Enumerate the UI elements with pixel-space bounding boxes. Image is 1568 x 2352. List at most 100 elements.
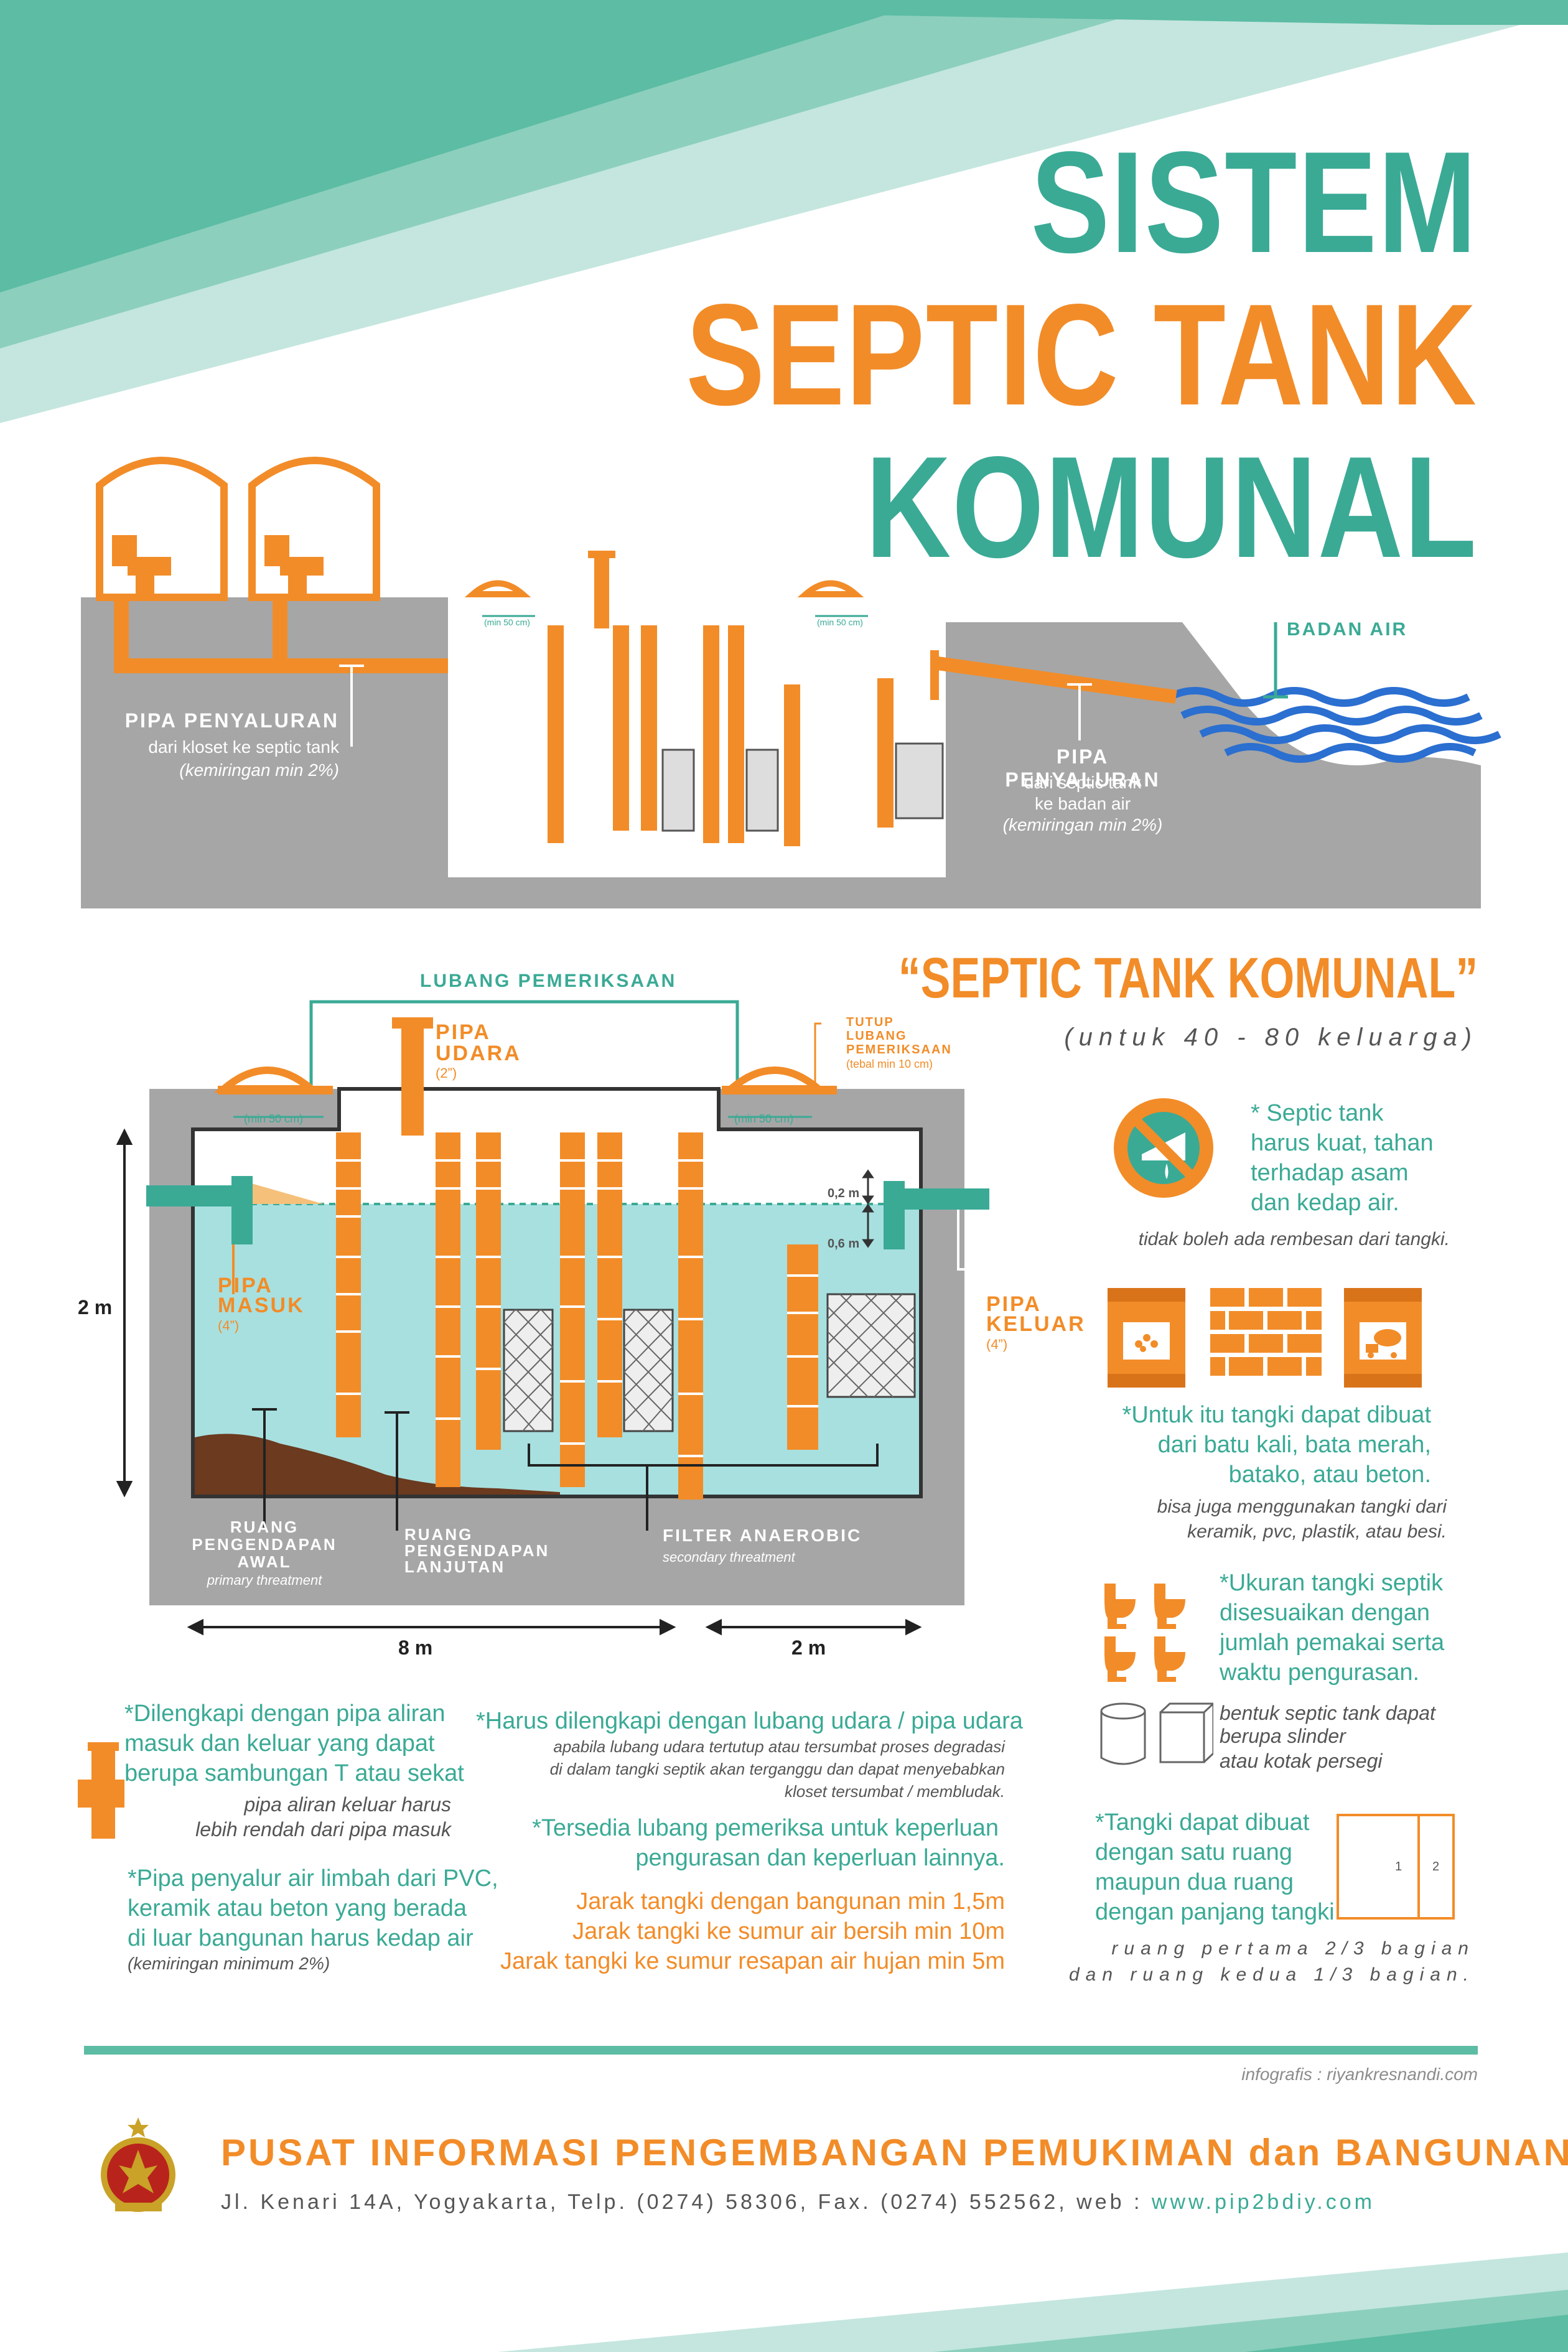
brick-wall-icon: [1210, 1288, 1322, 1376]
length-8m: 8 m: [398, 1636, 433, 1659]
dim-0-6: 0,6 m: [828, 1237, 860, 1251]
no-leak-icon: [1114, 1098, 1213, 1198]
pipa-masuk-2: MASUK: [218, 1294, 305, 1317]
ruang-lanjut-1: RUANG: [404, 1525, 474, 1544]
c-3: di dalam tangki septik akan terganggu da…: [549, 1760, 1005, 1778]
n2-2: dari batu kali, bata merah,: [1157, 1432, 1431, 1458]
e-2: Jarak tangki ke sumur air bersih min 10m: [572, 1918, 1005, 1944]
pipa-masuk-size: (4”): [218, 1318, 240, 1333]
pipa-udara-2: UDARA: [436, 1042, 521, 1065]
materials-icons: [1108, 1288, 1422, 1388]
org-name: PUSAT INFORMASI PENGEMBANGAN PEMUKIMAN d…: [221, 2132, 1568, 2173]
n2-sub-1: bisa juga menggunakan tangki dari: [1157, 1496, 1447, 1517]
room-2-label: 2: [1432, 1860, 1440, 1874]
n3-sub-3: atau kotak persegi: [1220, 1750, 1383, 1772]
room-divider: [1417, 1816, 1420, 1917]
top-diagram: [81, 457, 1501, 908]
address: Jl. Kenari 14A, Yogyakarta, Telp. (0274)…: [221, 2190, 1375, 2214]
website-link[interactable]: www.pip2bdiy.com: [1151, 2190, 1375, 2214]
house-1: [96, 457, 228, 601]
n3-2: disesuaikan dengan: [1220, 1600, 1430, 1626]
pipa-keluar-2: KELUAR: [986, 1312, 1086, 1336]
room-diagram: 1 2: [1337, 1814, 1455, 1920]
length-2m: 2 m: [791, 1636, 826, 1659]
house-2: [248, 457, 380, 601]
ruang-awal-1: RUANG: [230, 1518, 299, 1536]
n4-3: maupun dua ruang: [1095, 1869, 1294, 1895]
filter-label: FILTER ANAEROBIC: [663, 1526, 862, 1545]
top-filters: [661, 742, 944, 832]
n1-sub: tidak boleh ada rembesan dari tangki.: [1138, 1229, 1450, 1249]
outlet-desc-2: ke badan air: [1034, 794, 1131, 813]
t-joint-icon: [78, 1742, 124, 1839]
tutup-2: LUBANG: [846, 1029, 907, 1043]
filter-mesh: [503, 1294, 915, 1432]
top-tank: [448, 591, 946, 877]
outlet-desc-3: (kemiringan min 2%): [1002, 815, 1163, 834]
n2-1: *Untuk itu tangki dapat dibuat: [1122, 1402, 1431, 1428]
inlet-desc-1: dari kloset ke septic tank: [148, 737, 339, 757]
main-min-right: (min 50 cm): [734, 1113, 794, 1125]
d-2: pengurasan dan keperluan lainnya.: [635, 1845, 1005, 1871]
tutup-3: PEMERIKSAAN: [846, 1043, 952, 1057]
b-4: (kemiringan minimum 2%): [128, 1954, 330, 1973]
tank-shapes-icon: [1100, 1702, 1213, 1765]
main-diagram: [116, 1000, 989, 1636]
title-line-2: SEPTIC TANK: [686, 274, 1478, 436]
lubang-label: LUBANG PEMERIKSAAN: [420, 971, 677, 991]
n4-4: dengan panjang tangki: [1095, 1899, 1335, 1925]
ruang-lanjut-3: LANJUTAN: [404, 1557, 506, 1576]
height-label: 2 m: [78, 1296, 113, 1318]
n2-3: batako, atau beton.: [1228, 1462, 1431, 1488]
n4-sub-1: ruang pertama 2/3 bagian: [1111, 1938, 1475, 1959]
outlet-desc-1: dari septic tank: [1024, 773, 1142, 792]
n4-sub-2: dan ruang kedua 1/3 bagian.: [1069, 1964, 1475, 1985]
c-4: kloset tersumbat / membludak.: [784, 1782, 1005, 1801]
government-emblem-icon: [101, 2117, 175, 2212]
concrete-mixer-icon: [1344, 1288, 1422, 1388]
toilets-icon: [1104, 1584, 1185, 1682]
tutup-4: (tebal min 10 cm): [846, 1058, 933, 1070]
ruang-lanjut-2: PENGENDAPAN: [404, 1541, 550, 1560]
a-5: lebih rendah dari pipa masuk: [195, 1818, 451, 1841]
inlet-desc-2: (kemiringan min 2%): [179, 760, 339, 780]
n4-1: *Tangki dapat dibuat: [1095, 1809, 1310, 1836]
water-waves: [1168, 687, 1501, 763]
title-line-1: SISTEM: [1030, 122, 1478, 283]
n3-sub-2: berupa slinder: [1220, 1725, 1346, 1747]
top-min-left: (min 50 cm): [484, 617, 530, 627]
e-3: Jarak tangki ke sumur resapan air hujan …: [500, 1948, 1005, 1974]
outlet-label: PIPA PENYALURAN: [1005, 745, 1160, 791]
n3-1: *Ukuran tangki septik: [1220, 1570, 1444, 1596]
credit: infografis : riyankresnandi.com: [1241, 2065, 1478, 2084]
top-min-right: (min 50 cm): [817, 617, 863, 627]
main-brick-walls: [336, 1132, 818, 1500]
e-1: Jarak tangki dengan bangunan min 1,5m: [576, 1888, 1005, 1915]
b-1: *Pipa penyalur air limbah dari PVC,: [128, 1865, 498, 1892]
c-1: *Harus dilengkapi dengan lubang udara / …: [476, 1708, 1023, 1734]
ruang-awal-sub: primary threatment: [207, 1572, 322, 1588]
pipa-masuk-1: PIPA: [218, 1274, 273, 1297]
main-heading: “SEPTIC TANK KOMUNAL”: [898, 946, 1478, 1010]
address-text: Jl. Kenari 14A, Yogyakarta, Telp. (0274)…: [221, 2190, 1152, 2214]
n3-3: jumlah pemakai serta: [1220, 1630, 1445, 1656]
cement-bag-icon: [1108, 1288, 1185, 1388]
pipa-keluar-size: (4”): [986, 1337, 1008, 1352]
n3-sub-1: bentuk septic tank dapat: [1220, 1702, 1435, 1724]
inlet-label: PIPA PENYALURAN: [124, 709, 339, 732]
n2-sub-2: keramik, pvc, plastik, atau besi.: [1187, 1521, 1447, 1542]
a-3: berupa sambungan T atau sekat: [124, 1760, 464, 1786]
water-label: BADAN AIR: [1287, 619, 1408, 640]
a-4: pipa aliran keluar harus: [244, 1793, 451, 1816]
b-2: keramik atau beton yang berada: [128, 1895, 467, 1921]
ruang-awal-2: PENGENDAPAN: [192, 1535, 337, 1554]
n4-2: dengan satu ruang: [1095, 1839, 1292, 1865]
d-1: *Tersedia lubang pemeriksa untuk keperlu…: [532, 1815, 999, 1841]
a-2: masuk dan keluar yang dapat: [124, 1730, 435, 1757]
dim-0-2: 0,2 m: [828, 1187, 860, 1200]
b-3: di luar bangunan harus kedap air: [128, 1925, 474, 1951]
brick-mortar: [336, 1159, 818, 1457]
n1-3: terhadap asam: [1251, 1160, 1409, 1186]
pipa-udara-1: PIPA: [436, 1020, 491, 1044]
